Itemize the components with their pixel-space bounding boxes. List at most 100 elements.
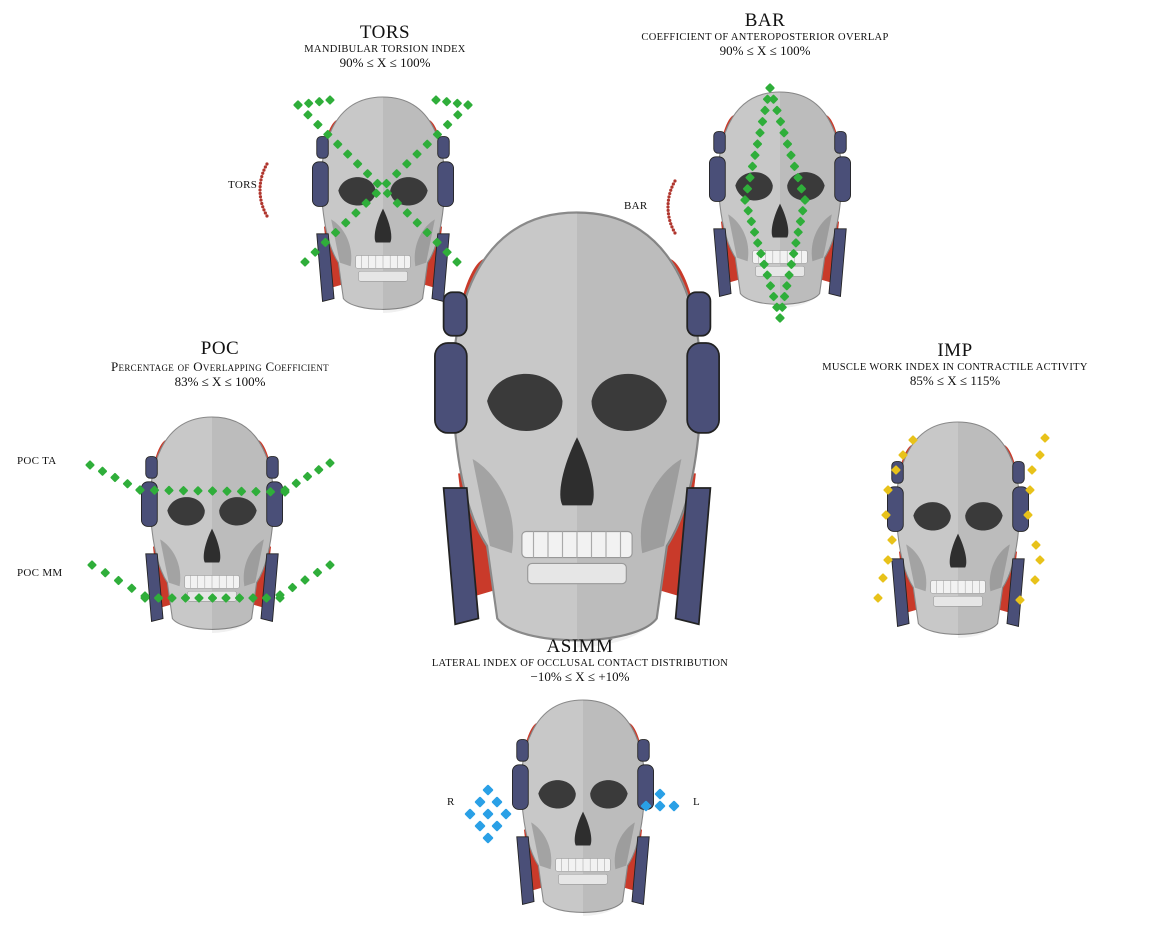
electrode-marker [452, 257, 462, 267]
poc-ta-label: POC TA [17, 455, 57, 467]
electrode-marker [85, 460, 95, 470]
temporal-pad-left [835, 157, 851, 202]
poc-title: POC [20, 338, 420, 360]
asimm-r-label: R [447, 796, 455, 808]
electrode-marker [325, 95, 335, 105]
imp-range: 85% ≤ X ≤ 115% [760, 374, 1150, 389]
electrode-marker [464, 808, 475, 819]
electrode-marker [304, 98, 314, 108]
electrode-marker [887, 535, 897, 545]
electrode-marker [313, 120, 323, 130]
electrode-marker [1040, 433, 1050, 443]
temporal-pad-right [435, 343, 467, 433]
electrode-marker [654, 788, 665, 799]
asimm-range: −10% ≤ X ≤ +10% [340, 670, 820, 685]
asimm-title-block: ASIMM Lateral index of occlusal contact … [340, 636, 820, 685]
temporal-pad-right [312, 162, 328, 207]
lower-teeth [359, 271, 408, 281]
electrode-marker [500, 808, 511, 819]
electrode-marker [325, 458, 335, 468]
electrode-marker [1027, 465, 1037, 475]
poc-mm-left [87, 560, 150, 601]
poc-mm-label: POC MM [17, 567, 63, 579]
lower-teeth [934, 596, 983, 606]
electrode-marker [1031, 540, 1041, 550]
electrode-marker [668, 800, 679, 811]
poc-title-block: POC Percentage of Overlapping Coefficien… [20, 338, 420, 390]
imp-title-block: IMP Muscle work index in contractile act… [760, 340, 1150, 389]
electrode-marker [452, 98, 462, 108]
electrode-marker [123, 479, 133, 489]
electrode-marker [313, 568, 323, 578]
electrode-marker [314, 97, 324, 107]
electrode-marker [453, 110, 463, 120]
electrode-marker [303, 110, 313, 120]
electrode-marker [482, 832, 493, 843]
asimm-title: ASIMM [340, 636, 820, 658]
bar-title: BAR [600, 10, 930, 32]
electrode-marker [293, 100, 303, 110]
electrode-marker [474, 796, 485, 807]
bar-title-block: BAR Coefficient of anteroposterior overl… [600, 10, 930, 59]
electrode-marker [431, 95, 441, 105]
electrode-marker [765, 83, 775, 93]
temporal-pad-right [887, 487, 903, 532]
skull-center [435, 213, 719, 648]
electrode-marker [114, 576, 124, 586]
electrode-marker [300, 575, 310, 585]
electrode-marker [1030, 575, 1040, 585]
tors-title: TORS [280, 22, 490, 44]
electrode-marker [474, 820, 485, 831]
bar-range: 90% ≤ X ≤ 100% [600, 44, 930, 59]
poc-range: 83% ≤ X ≤ 100% [20, 375, 420, 390]
electrode-marker [442, 97, 452, 107]
poc-subtitle: Percentage of Overlapping Coefficient [20, 360, 420, 375]
electrode-marker [325, 560, 335, 570]
electrode-marker [300, 257, 310, 267]
tors-title-block: TORS Mandibular torsion index 90% ≤ X ≤ … [280, 22, 490, 71]
tors-range: 90% ≤ X ≤ 100% [280, 56, 490, 71]
electrode-marker [463, 100, 473, 110]
electrode-marker [87, 560, 97, 570]
electrode-marker [873, 593, 883, 603]
tors-side-label: TORS [228, 179, 257, 191]
electrode-marker [482, 808, 493, 819]
lower-teeth [559, 874, 608, 884]
electrode-marker [775, 313, 785, 323]
electrode-marker [98, 466, 108, 476]
electrode-marker [883, 555, 893, 565]
electrode-marker [314, 465, 324, 475]
lower-teeth [528, 563, 627, 583]
electrode-marker [100, 568, 110, 578]
electrode-marker [491, 796, 502, 807]
electrode-marker [482, 784, 493, 795]
electrode-marker [491, 820, 502, 831]
temporal-pad-left [687, 343, 719, 433]
temporal-pad-right [709, 157, 725, 202]
poc-mm-right [275, 560, 335, 600]
temporal-pad-left [438, 162, 454, 207]
electrode-marker [443, 120, 453, 130]
asimm-l-label: L [693, 796, 700, 808]
electrode-marker [1035, 450, 1045, 460]
temporal-pad-left [1013, 487, 1029, 532]
electrode-marker [303, 472, 313, 482]
bar-arc [666, 179, 676, 234]
electrode-marker [654, 800, 665, 811]
tors-arc [258, 162, 268, 217]
bar-side-label: BAR [624, 200, 648, 212]
temporal-pad-right [512, 765, 528, 810]
electrode-marker [878, 573, 888, 583]
electrode-marker [288, 583, 298, 593]
skull-asimm [512, 700, 653, 916]
skull-imp [887, 422, 1028, 638]
electrode-marker [127, 583, 137, 593]
electrode-marker [291, 478, 301, 488]
imp-title: IMP [760, 340, 1150, 362]
electrode-marker [1035, 555, 1045, 565]
skull-tors [312, 97, 453, 313]
poc-ta-right [280, 458, 335, 495]
electrode-marker [110, 473, 120, 483]
